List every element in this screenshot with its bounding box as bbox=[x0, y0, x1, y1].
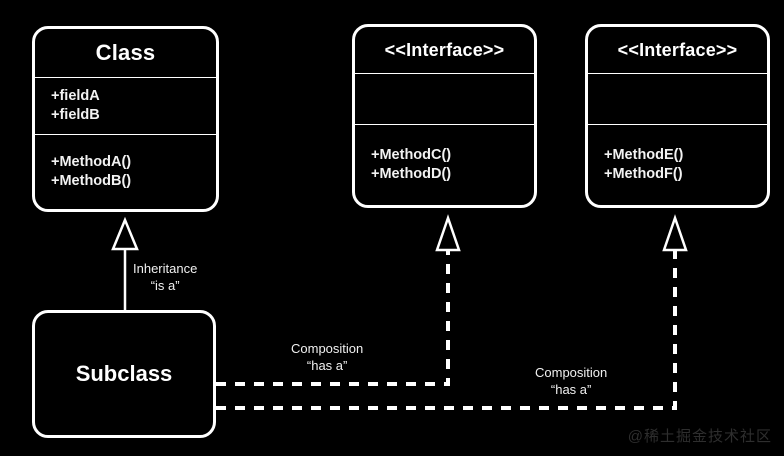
watermark: @稀土掘金技术社区 bbox=[627, 428, 772, 445]
interface-left-title-compartment: <<Interface>> bbox=[355, 27, 534, 73]
class-title: Class bbox=[95, 40, 156, 65]
subclass-title-compartment: Subclass bbox=[35, 313, 213, 435]
class-fields-compartment: +fieldA +fieldB bbox=[35, 77, 216, 134]
interface-right-title-compartment: <<Interface>> bbox=[588, 27, 767, 73]
interface-right-methods-compartment: +MethodE() +MethodF() bbox=[588, 124, 767, 205]
interface-left-fields-compartment bbox=[355, 73, 534, 124]
composition-right-hollow-triangle-arrowhead bbox=[662, 214, 688, 252]
composition-left-dashed-line bbox=[216, 249, 450, 386]
interface-left-method-1: +MethodD() bbox=[371, 166, 452, 182]
class-method-1: +MethodB() bbox=[51, 173, 132, 189]
composition-right-connector bbox=[216, 214, 688, 410]
interface-right-title: <<Interface>> bbox=[617, 39, 738, 60]
interface-left-methods-compartment: +MethodC() +MethodD() bbox=[355, 124, 534, 205]
class-field-1: +fieldB bbox=[51, 107, 100, 123]
composition-left-connector bbox=[216, 214, 461, 386]
interface-left-title: <<Interface>> bbox=[384, 39, 505, 60]
interface-left-method-0: +MethodC() bbox=[371, 147, 452, 163]
uml-node-class[interactable]: Class +fieldA +fieldB +MethodA() +Method… bbox=[32, 26, 219, 212]
class-methods-compartment: +MethodA() +MethodB() bbox=[35, 134, 216, 209]
class-title-compartment: Class bbox=[35, 29, 216, 77]
inheritance-hollow-triangle-arrowhead bbox=[111, 216, 139, 251]
uml-node-interface-right[interactable]: <<Interface>> +MethodE() +MethodF() bbox=[585, 24, 770, 208]
interface-right-method-1: +MethodF() bbox=[604, 166, 683, 182]
inheritance-connector bbox=[111, 216, 139, 310]
interface-right-method-0: +MethodE() bbox=[604, 147, 684, 163]
interface-right-fields-compartment bbox=[588, 73, 767, 124]
class-field-0: +fieldA bbox=[51, 88, 100, 104]
composition-right-dashed-line bbox=[216, 249, 677, 410]
uml-node-subclass[interactable]: Subclass bbox=[32, 310, 216, 438]
class-method-0: +MethodA() bbox=[51, 154, 132, 170]
subclass-title: Subclass bbox=[75, 361, 173, 386]
uml-node-interface-left[interactable]: <<Interface>> +MethodC() +MethodD() bbox=[352, 24, 537, 208]
composition-left-hollow-triangle-arrowhead bbox=[435, 214, 461, 252]
